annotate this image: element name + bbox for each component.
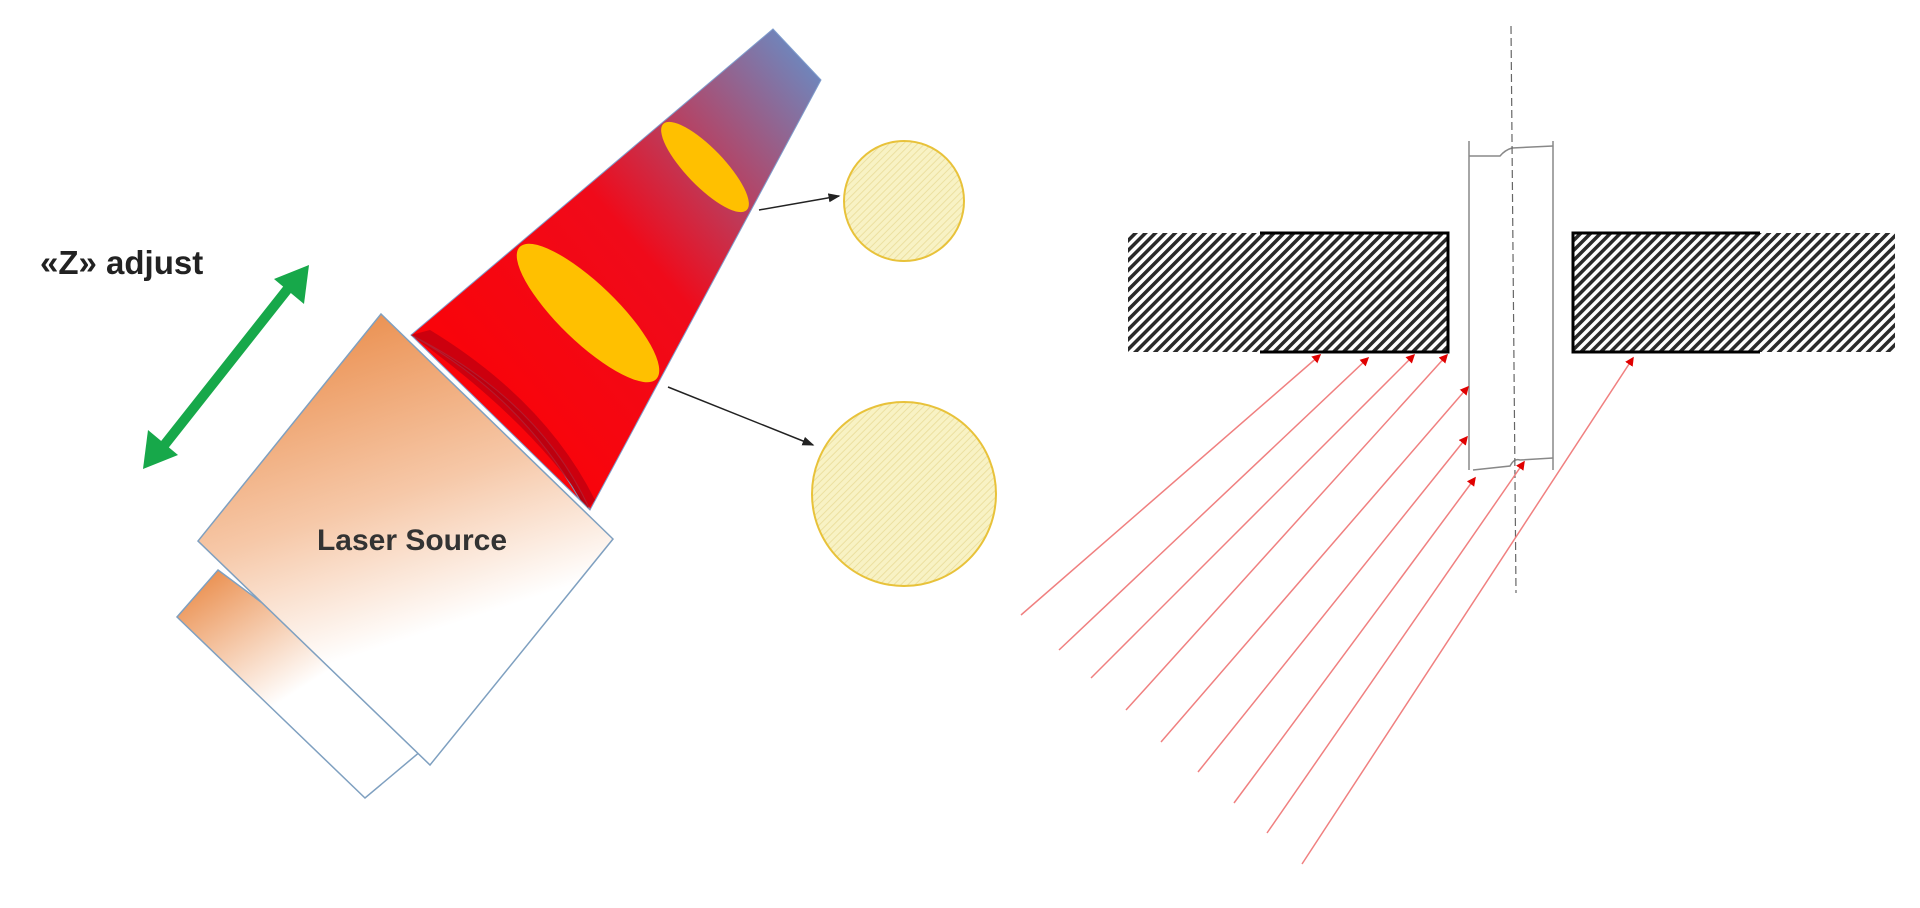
pointer-arrow-small bbox=[758, 193, 841, 211]
laser-ray bbox=[1301, 356, 1634, 865]
laser-ray bbox=[1090, 353, 1416, 679]
plate-right bbox=[1573, 233, 1895, 352]
focus-spot-large bbox=[516, 243, 660, 383]
laser-source-label: Laser Source bbox=[317, 524, 507, 557]
z-adjust-arrow-icon bbox=[143, 265, 309, 469]
laser-ray bbox=[1020, 354, 1322, 616]
centerline bbox=[1510, 25, 1517, 594]
z-adjust-label: «Z» adjust bbox=[40, 244, 203, 281]
laser-ray bbox=[1197, 435, 1468, 773]
laser-assembly: Laser Source bbox=[175, 28, 822, 800]
laser-rays bbox=[1020, 353, 1634, 865]
focus-spot-small bbox=[661, 121, 749, 213]
workpiece-cross-section bbox=[1020, 25, 1895, 865]
lens-shade bbox=[411, 330, 595, 508]
pointer-arrow-large bbox=[667, 386, 815, 446]
laser-beam bbox=[410, 28, 822, 511]
pin bbox=[1468, 141, 1554, 471]
laser-ray bbox=[1266, 460, 1525, 834]
plate-left bbox=[1128, 233, 1448, 352]
plate-left-edge bbox=[1260, 231, 1450, 354]
spot-circle-small bbox=[843, 140, 965, 262]
spot-circle-large bbox=[811, 401, 997, 587]
laser-ray bbox=[1058, 356, 1370, 651]
plate-right-edge bbox=[1571, 231, 1760, 354]
laser-housing bbox=[196, 312, 615, 767]
laser-ray bbox=[1160, 385, 1469, 743]
laser-ray bbox=[1125, 353, 1449, 711]
laser-ray bbox=[1233, 476, 1476, 804]
